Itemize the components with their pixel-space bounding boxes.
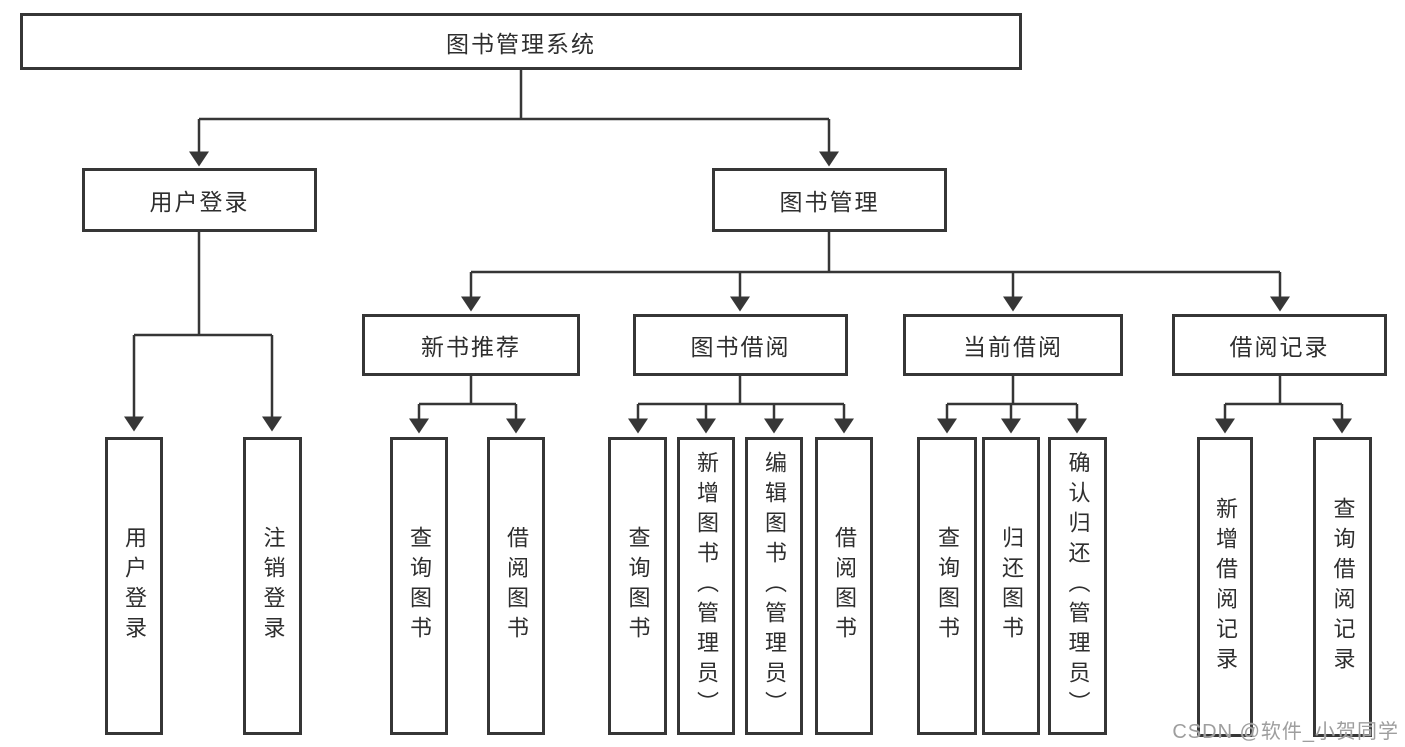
- leaf-borrow-borrow-books-label: 借阅图书: [832, 526, 857, 646]
- node-root-label: 图书管理系统: [446, 30, 596, 57]
- leaf-borrow-query-books-label: 查询图书: [625, 526, 651, 646]
- node-book-management-label: 图书管理: [779, 189, 880, 215]
- leaf-current-query-books: 查询图书: [917, 437, 977, 735]
- leaf-borrow-add-books-label: 新增图书（管理员）: [694, 451, 719, 721]
- leaf-borrow-edit-books-label: 编辑图书（管理员）: [762, 451, 787, 721]
- leaf-user-login: 用户登录: [105, 437, 163, 735]
- leaf-current-confirm-return: 确认归还（管理员）: [1048, 437, 1107, 735]
- node-borrow-record: 借阅记录: [1172, 314, 1387, 376]
- leaf-user-login-label: 用户登录: [122, 526, 147, 646]
- leaf-recommend-query-books-label: 查询图书: [407, 526, 432, 646]
- node-root: 图书管理系统: [20, 13, 1022, 70]
- node-book-management: 图书管理: [712, 168, 947, 232]
- leaf-current-return-books: 归还图书: [982, 437, 1040, 735]
- node-user-login-label: 用户登录: [149, 189, 250, 215]
- leaf-current-return-books-label: 归还图书: [999, 526, 1024, 646]
- leaf-borrow-borrow-books: 借阅图书: [815, 437, 873, 735]
- leaf-borrow-edit-books: 编辑图书（管理员）: [745, 437, 803, 735]
- leaf-current-query-books-label: 查询图书: [935, 526, 960, 646]
- node-borrow-record-label: 借阅记录: [1229, 334, 1330, 360]
- tree-edges: [124, 69, 1352, 434]
- node-current-borrow-label: 当前借阅: [963, 334, 1063, 360]
- csdn-watermark: CSDN @软件_小贺同学: [1172, 721, 1399, 743]
- leaf-borrow-add-books: 新增图书（管理员）: [677, 437, 735, 735]
- leaf-record-query-label: 查询借阅记录: [1330, 497, 1356, 677]
- leaf-logout-label: 注销登录: [260, 526, 286, 646]
- leaf-current-confirm-return-label: 确认归还（管理员）: [1065, 451, 1091, 721]
- node-new-book-recommend: 新书推荐: [362, 314, 580, 376]
- leaf-recommend-borrow-books: 借阅图书: [487, 437, 545, 735]
- node-book-borrow-label: 图书借阅: [690, 334, 791, 360]
- node-book-borrow: 图书借阅: [633, 314, 848, 376]
- leaf-record-add: 新增借阅记录: [1197, 437, 1253, 737]
- node-current-borrow: 当前借阅: [903, 314, 1123, 376]
- leaf-logout: 注销登录: [243, 437, 302, 735]
- node-user-login: 用户登录: [82, 168, 317, 232]
- leaf-recommend-borrow-books-label: 借阅图书: [504, 526, 529, 646]
- leaf-recommend-query-books: 查询图书: [390, 437, 448, 735]
- leaf-borrow-query-books: 查询图书: [608, 437, 667, 735]
- node-new-book-recommend-label: 新书推荐: [421, 334, 521, 360]
- leaf-record-query: 查询借阅记录: [1313, 437, 1372, 737]
- leaf-record-add-label: 新增借阅记录: [1213, 497, 1238, 677]
